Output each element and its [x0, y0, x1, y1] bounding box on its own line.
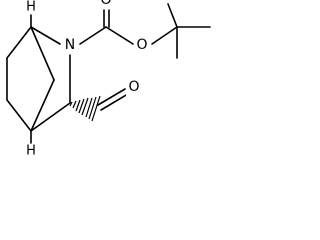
hashed-wedge-bond: [69, 95, 101, 122]
bond-c1-c7: [30, 26, 55, 81]
bond-cho-o-1: [97, 88, 126, 106]
structure-canvas: N O O O H H: [6, 0, 211, 159]
bond-cho-o-2: [100, 93, 129, 111]
bond-c3-c4: [6, 99, 32, 132]
bond-oester-cq: [151, 26, 178, 45]
bridgehead-h-top-label: H: [26, 0, 36, 15]
bond-c7-c4: [30, 79, 55, 132]
aldehyde-oxygen-atom-label: O: [128, 79, 139, 95]
bond-n-cc: [79, 26, 107, 45]
bond-c1-n: [30, 26, 61, 45]
nitrogen-atom-label: N: [65, 37, 75, 53]
bond-cq-me-up: [167, 3, 178, 28]
bond-c3a-c4: [30, 102, 71, 132]
bond-cc-oester: [105, 26, 134, 45]
ester-oxygen-atom-label: O: [136, 37, 147, 53]
carbonyl-oxygen-atom-label: O: [100, 0, 111, 8]
bridgehead-h-bottom-label: H: [26, 144, 36, 159]
bond-c1-c2: [6, 26, 32, 59]
chemical-structure: N O O O H H: [6, 0, 211, 159]
